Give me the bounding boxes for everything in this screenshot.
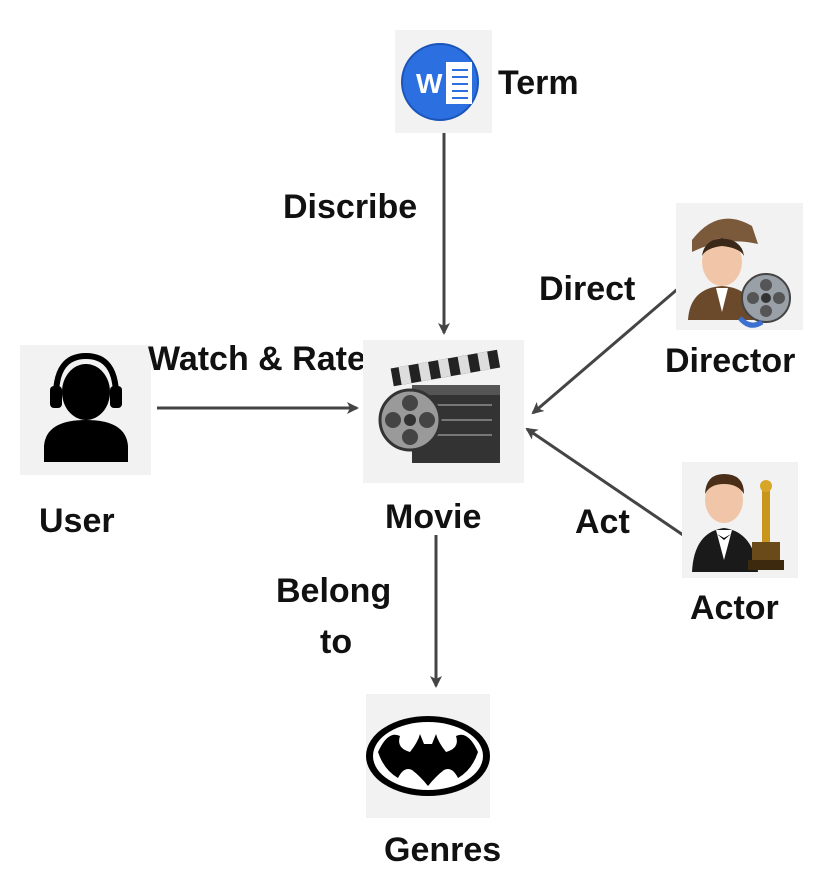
clapperboard-film-reel-icon xyxy=(363,340,524,483)
node-label-director: Director xyxy=(665,342,795,380)
edge-label-describe: Discribe xyxy=(283,188,417,226)
edge-label-watch-rate: Watch & Rate xyxy=(148,340,366,378)
batman-logo-icon xyxy=(366,694,490,818)
node-label-genres: Genres xyxy=(384,831,501,869)
edge-label-belong-line2: to xyxy=(320,623,352,661)
edge-act-arrow xyxy=(525,427,687,539)
node-label-movie: Movie xyxy=(385,498,481,536)
word-document-icon: W xyxy=(395,30,492,133)
edge-label-direct: Direct xyxy=(539,270,635,308)
node-label-term: Term xyxy=(498,64,579,102)
user-headphones-icon xyxy=(20,345,151,475)
edge-label-belong-line1: Belong xyxy=(276,572,391,610)
actor-oscar-icon xyxy=(682,462,798,578)
svg-text:W: W xyxy=(416,68,443,99)
node-label-user: User xyxy=(39,502,115,540)
edge-label-act: Act xyxy=(575,503,630,541)
edge-direct-arrow xyxy=(531,285,681,415)
node-label-actor: Actor xyxy=(690,589,779,627)
director-film-reel-icon xyxy=(676,203,803,330)
